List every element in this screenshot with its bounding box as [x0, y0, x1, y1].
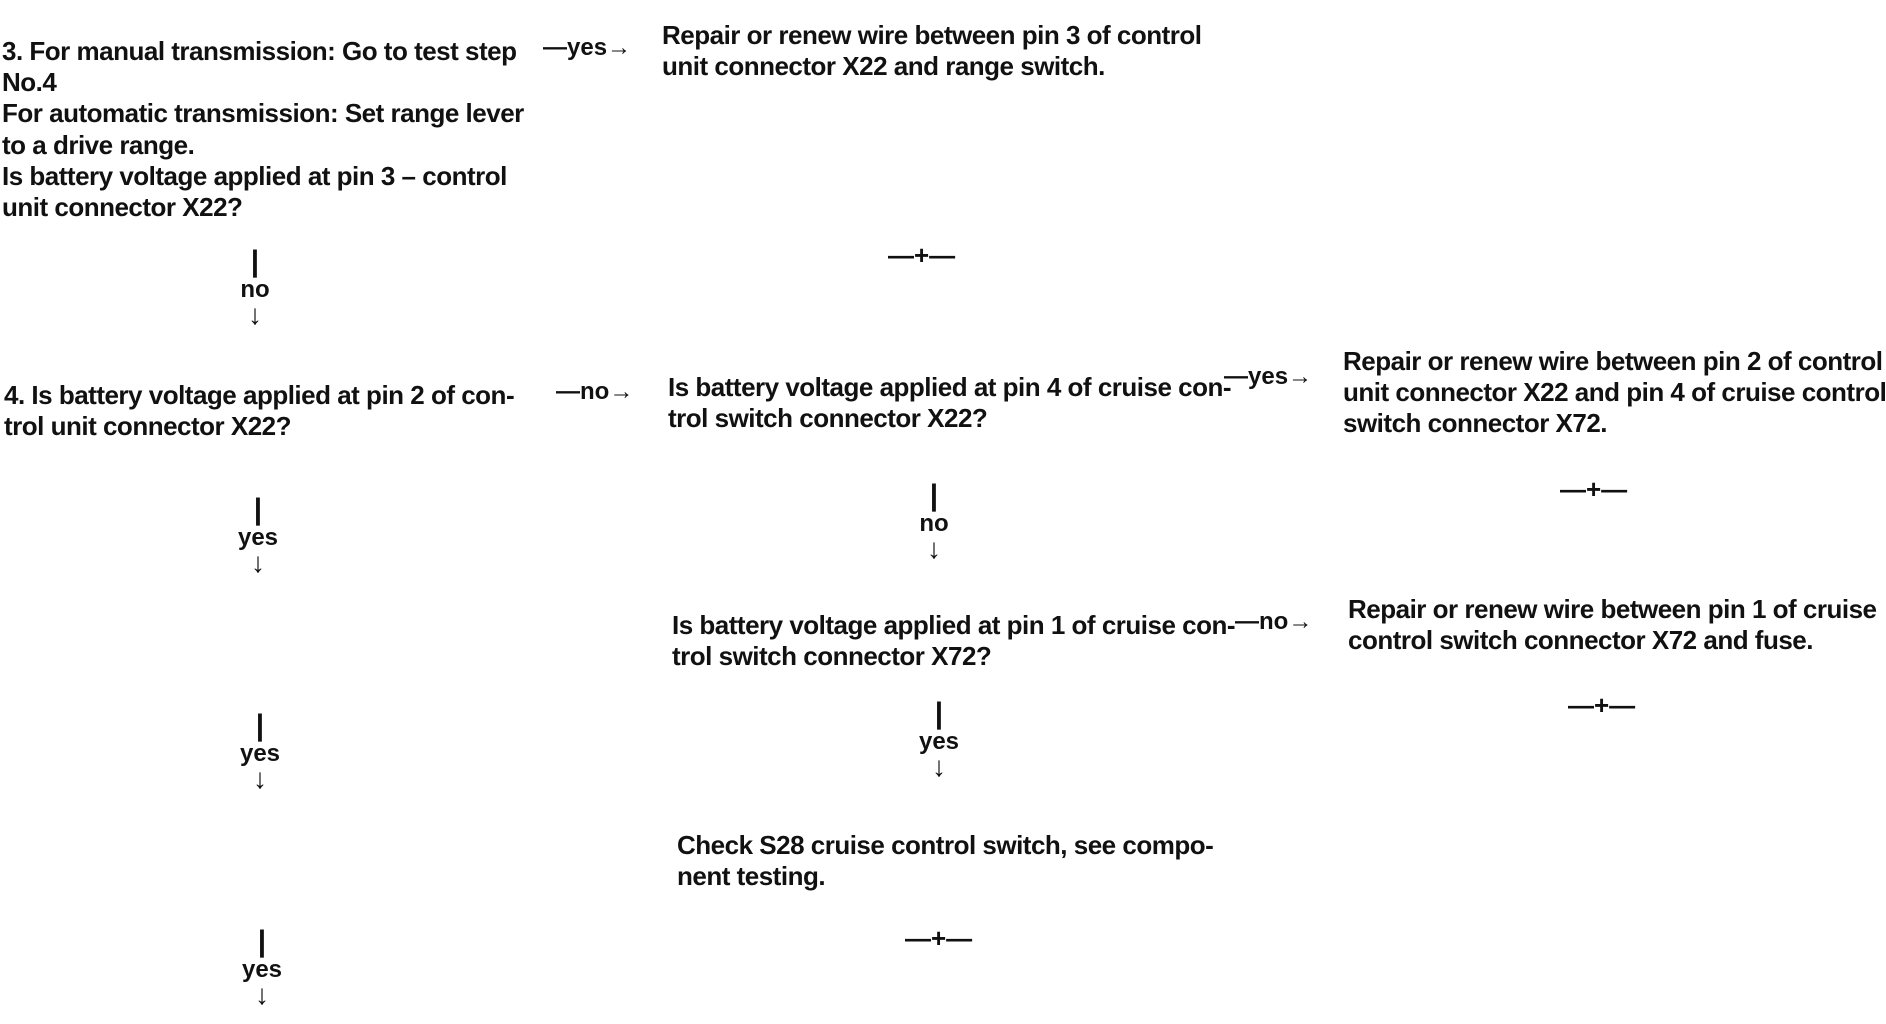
- down-arrow-icon: ↓: [932, 751, 946, 782]
- no-arrow: —no→: [556, 378, 634, 405]
- down-arrow-icon: ↓: [251, 547, 265, 578]
- down-flow-no: | no ↓: [225, 245, 285, 330]
- step-4-no-no-question: Is battery voltage applied at pin 1 of c…: [672, 610, 1236, 672]
- down-arrow-icon: ↓: [253, 763, 267, 794]
- text-line: trol switch connector X22?: [668, 403, 988, 434]
- down-flow-yes: | yes ↓: [230, 709, 290, 794]
- end-marker: —+—: [905, 923, 973, 953]
- flow-line: |: [255, 709, 265, 742]
- text-line: trol unit connector X22?: [4, 411, 292, 442]
- text-line: switch connector X72.: [1343, 408, 1608, 439]
- text-line: control switch connector X72 and fuse.: [1348, 625, 1813, 656]
- down-arrow-icon: ↓: [927, 533, 941, 564]
- end-marker: —+—: [1568, 690, 1636, 720]
- down-flow-no: | no ↓: [904, 479, 964, 564]
- text-line: Is battery voltage applied at pin 3 – co…: [2, 160, 507, 191]
- flow-label: yes: [237, 524, 279, 551]
- text-line: nent testing.: [677, 861, 826, 892]
- step-4-question: 4. Is battery voltage applied at pin 2 o…: [4, 380, 515, 442]
- text-line: Repair or renew wire between pin 1 of cr…: [1348, 594, 1877, 624]
- flow-label: yes: [918, 728, 960, 755]
- no-arrow: —no→: [1235, 608, 1313, 635]
- flow-label: yes: [239, 740, 281, 767]
- text-line: Is battery voltage applied at pin 4 of c…: [668, 372, 1232, 402]
- text-line: For automatic transmission: Set range le…: [2, 98, 524, 129]
- flow-label: no: [240, 276, 270, 303]
- down-flow-yes: | yes ↓: [909, 697, 969, 782]
- flow-line: |: [253, 493, 263, 526]
- end-marker: —+—: [888, 240, 956, 270]
- step-3-yes-action: Repair or renew wire between pin 3 of co…: [662, 20, 1202, 82]
- flow-line: |: [250, 245, 260, 278]
- flow-label: no: [919, 510, 949, 537]
- end-marker: —+—: [1560, 474, 1628, 504]
- yes-arrow: —yes→: [1224, 363, 1313, 390]
- flow-line: |: [934, 697, 944, 730]
- flow-line: |: [929, 479, 939, 512]
- text-line: unit connector X22 and range switch.: [662, 51, 1105, 82]
- down-flow-yes: | yes ↓: [228, 493, 288, 578]
- text-line: Repair or renew wire between pin 2 of co…: [1343, 346, 1883, 376]
- text-line: 4. Is battery voltage applied at pin 2 o…: [4, 380, 515, 410]
- flow-line: |: [257, 925, 267, 958]
- step-3-question: 3. For manual transmission: Go to test s…: [2, 36, 524, 223]
- text-line: unit connector X22?: [2, 191, 243, 222]
- step-4-no-no-no-action: Repair or renew wire between pin 1 of cr…: [1348, 594, 1877, 656]
- step-4-no-no-yes-action: Check S28 cruise control switch, see com…: [677, 830, 1214, 892]
- text-line: No.4: [2, 67, 57, 98]
- down-arrow-icon: ↓: [248, 299, 262, 330]
- step-4-no-question: Is battery voltage applied at pin 4 of c…: [668, 372, 1232, 434]
- text-line: trol switch connector X72?: [672, 641, 992, 672]
- down-flow-yes: | yes ↓: [232, 925, 292, 1010]
- text-line: Check S28 cruise control switch, see com…: [677, 830, 1214, 860]
- step-4-no-yes-action: Repair or renew wire between pin 2 of co…: [1343, 346, 1886, 440]
- text-line: 3. For manual transmission: Go to test s…: [2, 36, 517, 66]
- text-line: to a drive range.: [2, 129, 195, 160]
- yes-arrow: —yes→: [543, 34, 632, 61]
- text-line: Is battery voltage applied at pin 1 of c…: [672, 610, 1236, 640]
- flow-label: yes: [241, 956, 283, 983]
- text-line: Repair or renew wire between pin 3 of co…: [662, 20, 1202, 50]
- down-arrow-icon: ↓: [255, 979, 269, 1010]
- text-line: unit connector X22 and pin 4 of cruise c…: [1343, 377, 1886, 408]
